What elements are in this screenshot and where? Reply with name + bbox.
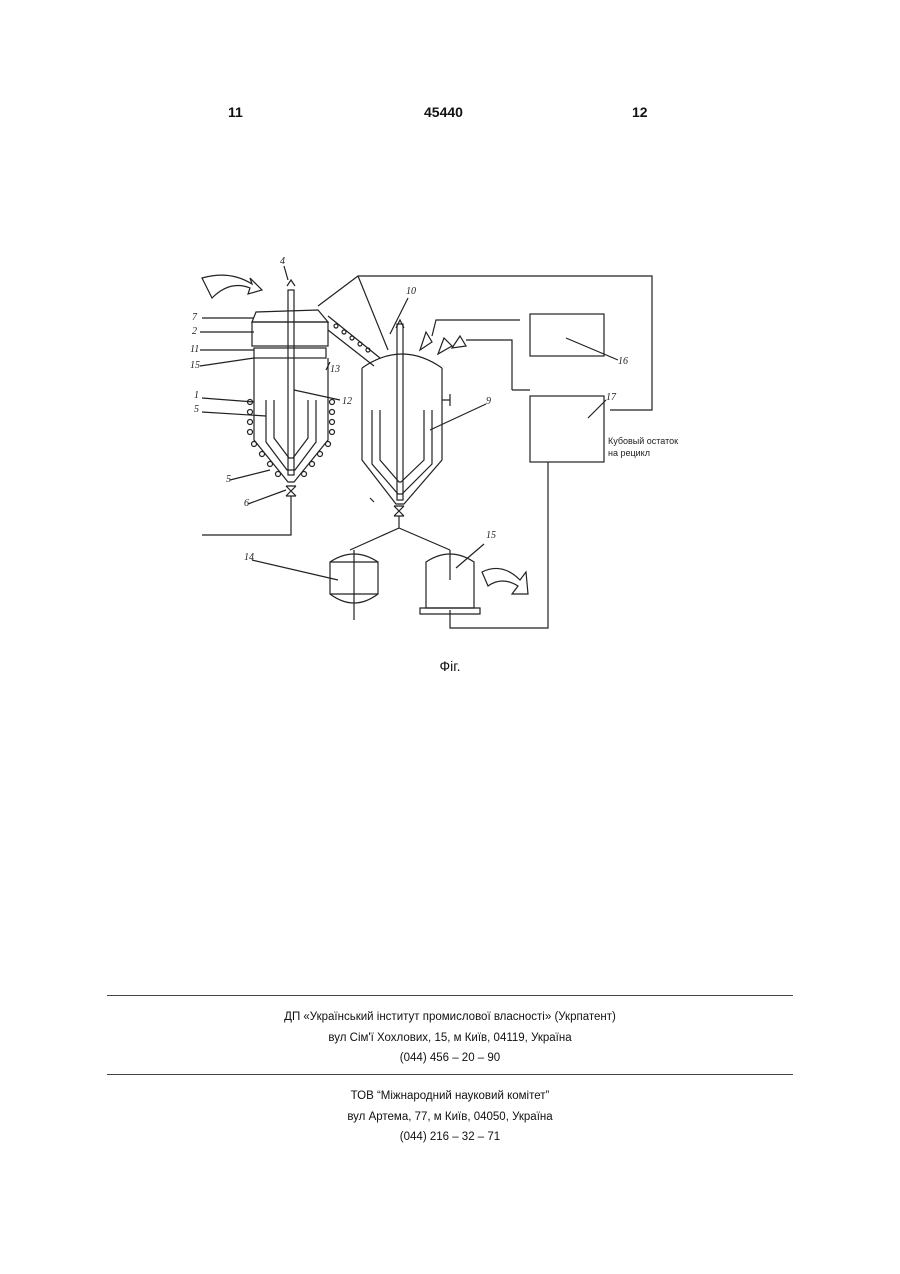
callout-14: 14 bbox=[244, 552, 254, 563]
divider bbox=[107, 1074, 793, 1075]
callout-1: 1 bbox=[194, 390, 199, 401]
left-reactor-top bbox=[252, 322, 328, 346]
callout-4: 4 bbox=[280, 256, 285, 267]
callout-7: 7 bbox=[192, 312, 198, 323]
publisher-name: ДП «Український інститут промислової вла… bbox=[0, 1011, 900, 1023]
left-shaft bbox=[288, 290, 294, 475]
apparatus-diagram: 4 7 2 11 15 1 5 5 6 13 12 10 9 16 17 14 … bbox=[190, 250, 700, 635]
publisher-address: вул Сім'ї Хохлових, 15, м Київ, 04119, У… bbox=[0, 1032, 900, 1044]
callout-10: 10 bbox=[406, 286, 416, 297]
left-reactor-lid bbox=[252, 310, 328, 322]
left-reactor-grid bbox=[254, 348, 326, 358]
callout-5a: 5 bbox=[194, 404, 199, 415]
callout-17: 17 bbox=[606, 392, 617, 403]
publisher-phone: (044) 456 – 20 – 90 bbox=[0, 1052, 900, 1064]
callout-2: 2 bbox=[192, 326, 197, 337]
right-shaft bbox=[397, 324, 403, 500]
printer-address: вул Артема, 77, м Київ, 04050, Україна bbox=[0, 1111, 900, 1123]
left-heating-coil bbox=[248, 400, 335, 477]
callout-9: 9 bbox=[486, 396, 491, 407]
box-17 bbox=[530, 396, 604, 462]
page-number-right: 12 bbox=[632, 104, 648, 120]
callout-16: 16 bbox=[618, 356, 628, 367]
callout-15b: 15 bbox=[486, 530, 496, 541]
printer-phone: (044) 216 – 32 – 71 bbox=[0, 1131, 900, 1143]
printer-name: ТОВ “Міжнародний науковий комітет” bbox=[0, 1090, 900, 1102]
residue-label-line1: Кубовый остаток bbox=[608, 436, 678, 446]
callout-6: 6 bbox=[244, 498, 249, 509]
residue-label-line2: на рецикл bbox=[608, 448, 650, 458]
right-reactor-body bbox=[362, 368, 442, 504]
figure-caption: Фіг. bbox=[0, 658, 900, 674]
callout-15a: 15 bbox=[190, 360, 200, 371]
left-reactor-body bbox=[254, 358, 328, 482]
input-arrow bbox=[202, 275, 262, 298]
page-number-left: 11 bbox=[228, 104, 243, 120]
callout-12: 12 bbox=[342, 396, 352, 407]
callout-13: 13 bbox=[330, 364, 340, 375]
divider bbox=[107, 995, 793, 996]
patent-number: 45440 bbox=[424, 104, 463, 120]
callout-5b: 5 bbox=[226, 474, 231, 485]
callout-11: 11 bbox=[190, 344, 199, 355]
output-arrow bbox=[482, 568, 528, 594]
